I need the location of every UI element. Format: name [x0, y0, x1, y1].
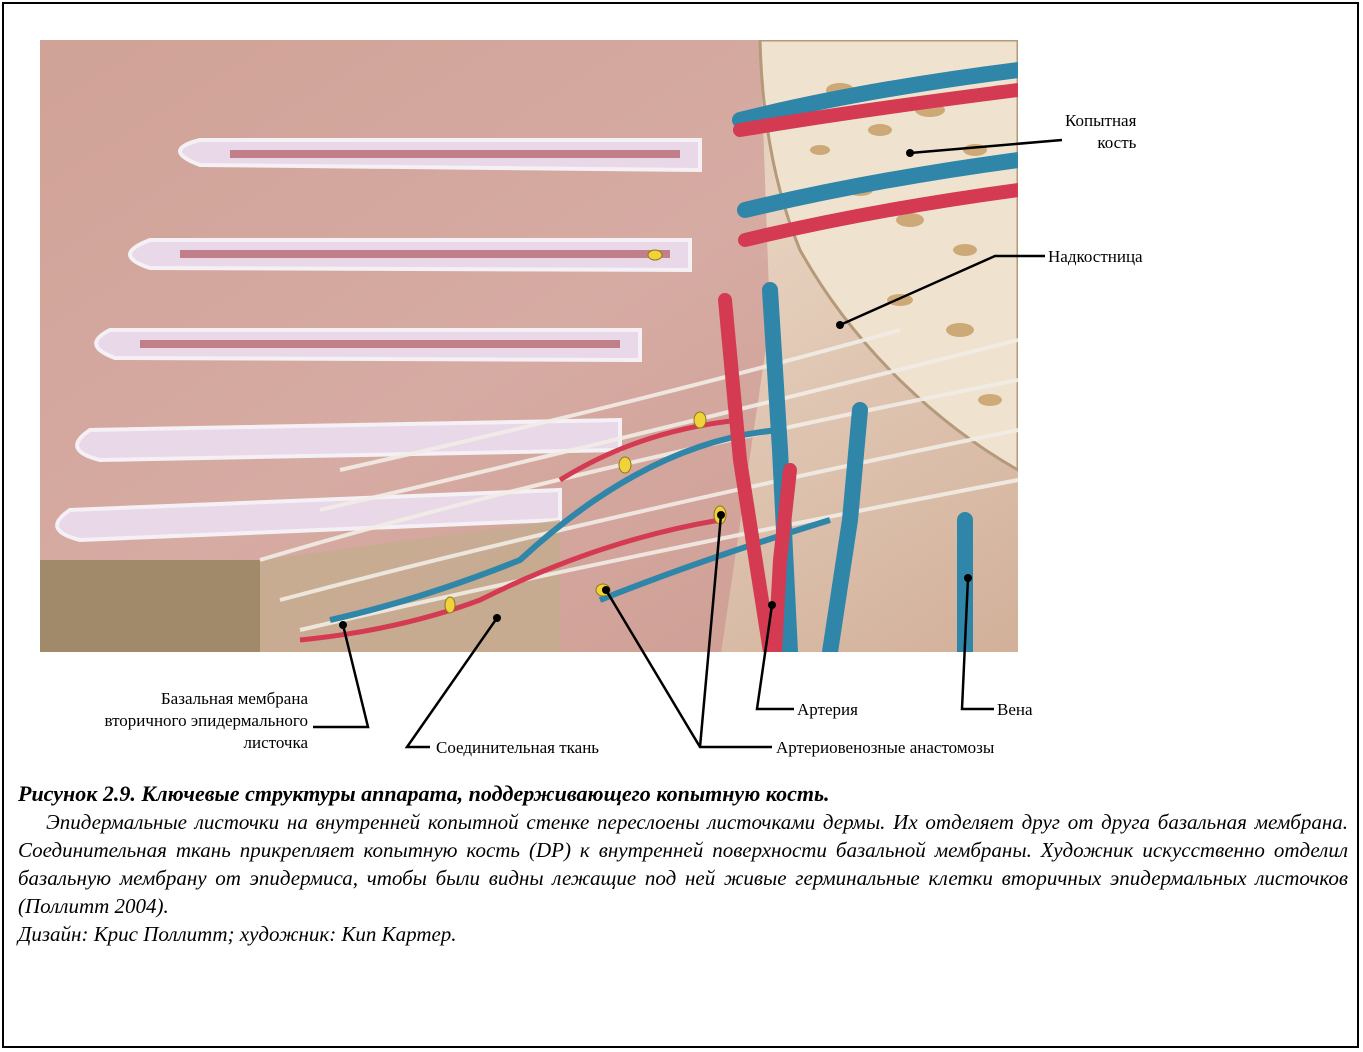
- label-hoof-bone: Копытная кость: [1065, 110, 1136, 154]
- label-connective-tissue: Соединительная ткань: [436, 737, 599, 759]
- label-basal-membrane: Базальная мембрана вторичного эпидермаль…: [50, 688, 308, 754]
- figure-caption: Рисунок 2.9. Ключевые структуры аппарата…: [18, 780, 1348, 948]
- label-arteriovenous-anastomoses: Артериовенозные анастомозы: [776, 737, 994, 759]
- caption-credit: Дизайн: Крис Поллитт; художник: Кип Карт…: [18, 920, 1348, 948]
- caption-title: Рисунок 2.9. Ключевые структуры аппарата…: [18, 780, 1348, 808]
- lamellar-block: [40, 560, 260, 652]
- label-periosteum: Надкостница: [1048, 246, 1143, 268]
- label-artery: Артерия: [797, 699, 858, 721]
- hoof-lamellae-illustration: [0, 0, 1363, 780]
- illustration-image: [40, 40, 1018, 660]
- caption-body: Эпидермальные листочки на внутренней коп…: [18, 808, 1348, 920]
- label-vein: Вена: [997, 699, 1033, 721]
